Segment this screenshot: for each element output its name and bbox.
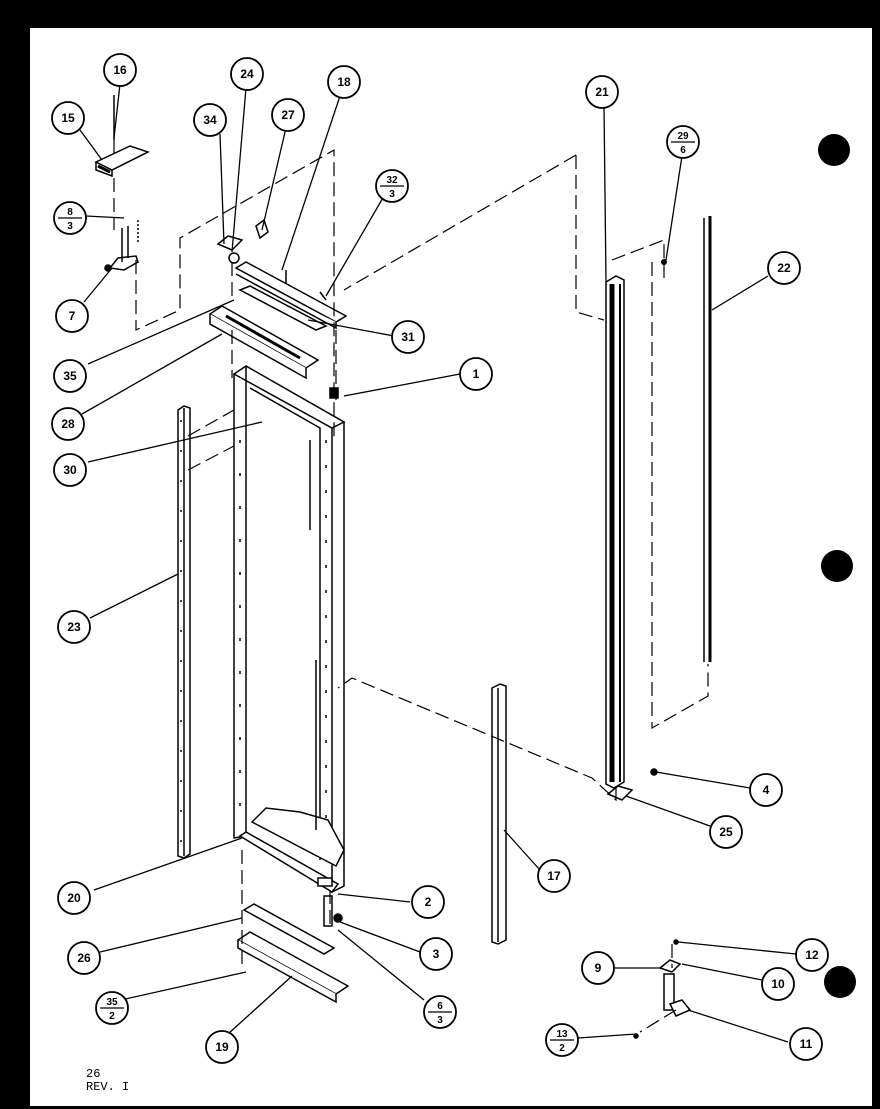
registration-dot-top xyxy=(818,134,850,166)
callout-17-label: 17 xyxy=(547,869,561,883)
callout-20: 20 xyxy=(57,881,91,915)
callout-23-label: 23 xyxy=(67,620,81,634)
door-frame-20 xyxy=(232,365,346,894)
callout-30-label: 30 xyxy=(63,463,77,477)
callout-32-3-bottom: 3 xyxy=(389,189,395,200)
callout-4-label: 4 xyxy=(763,783,770,797)
callout-3: 3 xyxy=(419,937,453,971)
callout-35-2-bottom: 2 xyxy=(109,1011,115,1022)
bottom-channel-26 xyxy=(242,903,336,955)
door-strip-17 xyxy=(491,683,507,945)
callout-27: 27 xyxy=(271,98,305,132)
registration-dot-middle xyxy=(821,550,853,582)
callout-4: 4 xyxy=(749,773,783,807)
callout-26-label: 26 xyxy=(77,951,91,965)
callout-32-3-top: 32 xyxy=(386,175,398,186)
callout-24-label: 24 xyxy=(240,67,254,81)
leader-lines xyxy=(79,83,797,1043)
callout-9-label: 9 xyxy=(595,961,602,975)
callout-21-label: 21 xyxy=(595,85,609,99)
callout-31: 31 xyxy=(391,320,425,354)
drawing-page-number: 26 xyxy=(86,1067,101,1081)
callout-35-label: 35 xyxy=(63,369,77,383)
callout-15-label: 15 xyxy=(61,111,75,125)
callout-16-label: 16 xyxy=(113,63,127,77)
callout-21: 21 xyxy=(585,75,619,109)
callout-18: 18 xyxy=(327,65,361,99)
callout-17: 17 xyxy=(537,859,571,893)
callout-29-6-top: 29 xyxy=(677,131,689,142)
callout-15: 15 xyxy=(51,101,85,135)
callout-11-label: 11 xyxy=(800,1037,813,1051)
callout-34-label: 34 xyxy=(203,113,217,127)
callout-19-label: 19 xyxy=(215,1040,229,1054)
callout-6-3: 6 3 xyxy=(423,995,457,1029)
top-center-bracket xyxy=(216,218,269,264)
bottom-pivot-25 xyxy=(606,768,658,801)
diagram-sheet: 16 24 18 15 34 27 8 3 32 3 7 31 xyxy=(30,28,872,1106)
top-hinge-bracket xyxy=(104,220,139,272)
callout-12: 12 xyxy=(795,938,829,972)
screw-29 xyxy=(661,259,667,265)
callout-18-label: 18 xyxy=(337,75,351,89)
callout-35-2: 35 2 xyxy=(95,991,129,1025)
callout-30: 30 xyxy=(53,453,87,487)
callout-12-label: 12 xyxy=(805,948,819,962)
bottom-hinge-pieces xyxy=(317,877,343,927)
callout-32-3: 32 3 xyxy=(375,169,409,203)
callout-16: 16 xyxy=(103,53,137,87)
callout-7-label: 7 xyxy=(69,309,76,323)
callout-25-label: 25 xyxy=(719,825,733,839)
callout-9: 9 xyxy=(581,951,615,985)
callout-20-label: 20 xyxy=(67,891,81,905)
callout-13-2-bottom: 2 xyxy=(559,1043,565,1054)
exploded-parts-diagram: 16 24 18 15 34 27 8 3 32 3 7 31 xyxy=(51,53,856,1064)
callout-13-2: 13 2 xyxy=(545,1023,579,1057)
callout-13-2-top: 13 xyxy=(556,1029,568,1040)
top-hinge-cap xyxy=(94,95,150,178)
callout-26: 26 xyxy=(67,941,101,975)
callout-35-2-top: 35 xyxy=(106,997,118,1008)
callout-10-label: 10 xyxy=(771,977,785,991)
top-channel-28 xyxy=(208,305,320,380)
bottom-hinge-assembly xyxy=(633,939,692,1039)
callout-11: 11 xyxy=(789,1027,823,1061)
callout-2: 2 xyxy=(411,885,445,919)
alignment-lines xyxy=(113,140,709,1033)
callout-28: 28 xyxy=(51,407,85,441)
door-gasket-21 xyxy=(605,275,625,789)
callout-22-label: 22 xyxy=(777,261,791,275)
callout-10: 10 xyxy=(761,967,795,1001)
callout-1: 1 xyxy=(459,357,493,391)
callout-6-3-top: 6 xyxy=(437,1001,443,1012)
door-strip-22 xyxy=(703,216,712,662)
callout-23: 23 xyxy=(57,610,91,644)
callout-6-3-bottom: 3 xyxy=(437,1015,443,1026)
callout-2-label: 2 xyxy=(425,895,432,909)
drawing-revision-note: 26 REV. I xyxy=(86,1068,129,1094)
bottom-rail-19 xyxy=(236,931,350,1004)
callout-24: 24 xyxy=(230,57,264,91)
top-rail-assembly xyxy=(234,261,348,331)
callout-35: 35 xyxy=(53,359,87,393)
callout-7: 7 xyxy=(55,299,89,333)
callout-27-label: 27 xyxy=(281,108,295,122)
left-side-rail-23 xyxy=(177,405,191,859)
callout-8-3: 8 3 xyxy=(53,201,87,235)
callout-19: 19 xyxy=(205,1030,239,1064)
callout-34: 34 xyxy=(193,103,227,137)
callout-25: 25 xyxy=(709,815,743,849)
callout-31-label: 31 xyxy=(401,330,415,344)
callout-22: 22 xyxy=(767,251,801,285)
callout-3-label: 3 xyxy=(433,947,440,961)
callout-29-6: 29 6 xyxy=(666,125,700,159)
callout-29-6-bottom: 6 xyxy=(680,145,686,156)
callout-8-3-bottom: 3 xyxy=(67,221,73,232)
callout-8-3-top: 8 xyxy=(67,207,73,218)
drawing-revision: REV. I xyxy=(86,1080,130,1094)
registration-dot-bottom xyxy=(824,966,856,998)
callout-28-label: 28 xyxy=(61,417,75,431)
callout-1-label: 1 xyxy=(473,367,480,381)
